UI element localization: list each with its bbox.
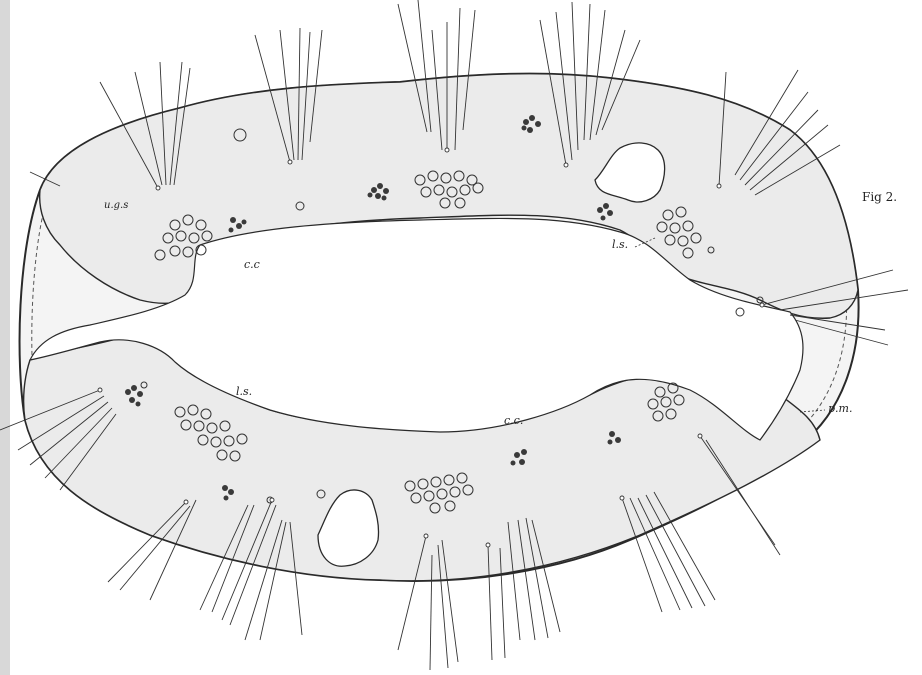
paper-edge bbox=[0, 0, 10, 675]
label-cc-lower: c.c. bbox=[504, 414, 523, 427]
label-upper-left-mark: u.g.s bbox=[104, 200, 128, 211]
label-cc-upper: c.c bbox=[244, 258, 260, 271]
label-ls-upper: l.s. bbox=[612, 238, 628, 251]
label-ls-lower: l.s. bbox=[236, 385, 252, 398]
label-pm: p.m. bbox=[828, 402, 852, 415]
figure-label: Fig 2. bbox=[862, 190, 897, 204]
